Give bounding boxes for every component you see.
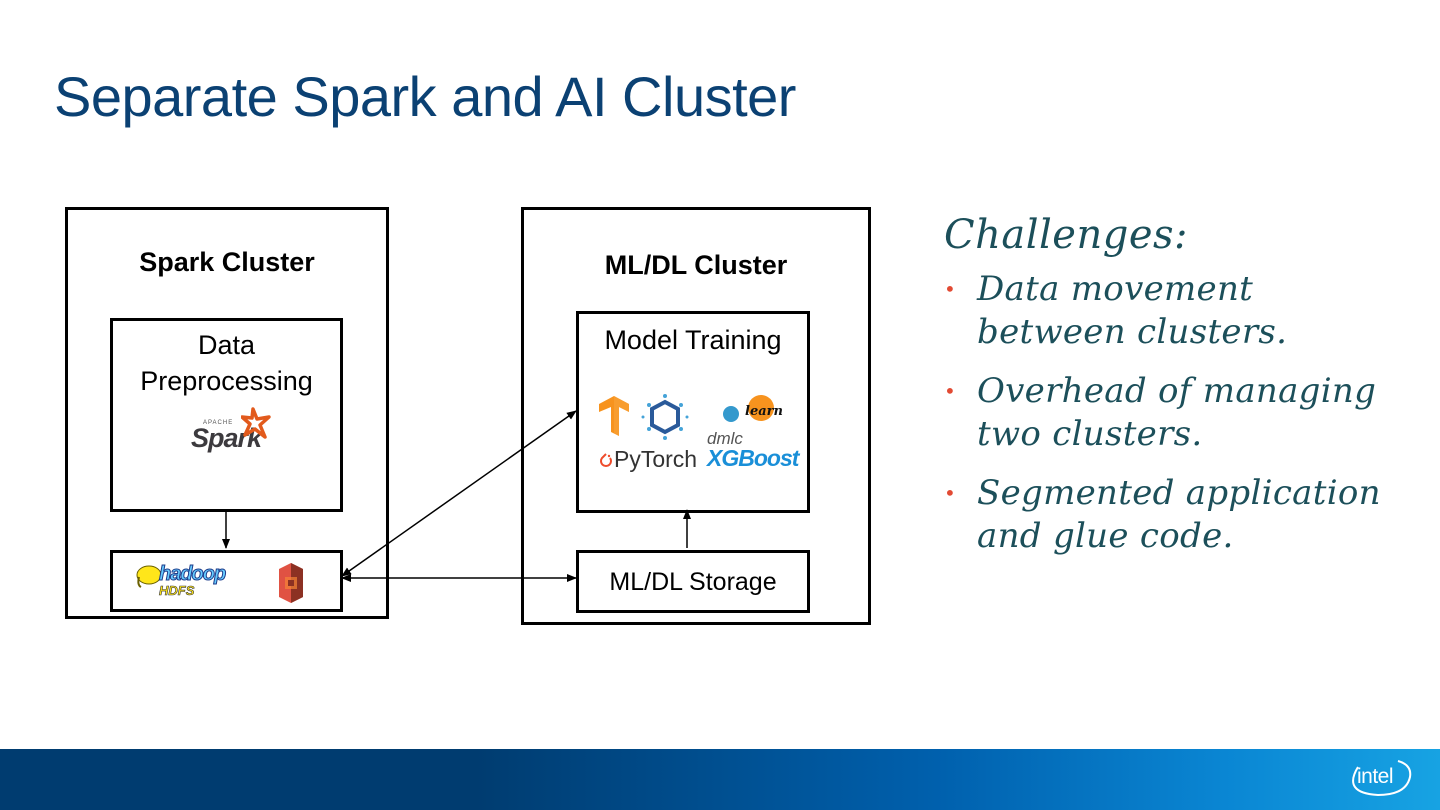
bullet-icon: • [944,481,957,505]
intel-swoosh-icon [1352,760,1412,797]
dmlc-text: dmlc [707,429,743,448]
challenges-list: • Data movement between clusters. • Over… [944,268,1381,558]
spark-text: Spark [191,423,262,453]
challenge-line1: Segmented application [977,473,1381,513]
xgboost-text: XGBoost [707,445,799,471]
spark-cluster-title: Spark Cluster [139,247,315,277]
bullet-icon: • [944,277,957,301]
footer-bar: intel [0,749,1440,810]
pytorch-logo: PyTorch [599,446,699,476]
challenge-item: • Segmented application and glue code. [944,472,1381,558]
model-training-label: Model Training [604,325,782,355]
scikit-learn-logo: learn [721,394,783,428]
intel-logo: intel [1348,757,1414,801]
model-training-box: Model Training learn PyTorch [576,311,810,513]
pytorch-text: PyTorch [614,446,698,472]
hadoop-hdfs-logo: hadoop HDFS [135,563,239,603]
data-preprocessing-label-line1: Data [197,330,256,360]
hadoop-text: hadoop [158,563,226,586]
amazon-s3-icon [279,563,303,603]
data-preprocessing-label-line2: Preprocessing [140,366,313,396]
ml-dl-storage-box: ML/DL Storage [576,550,810,613]
pytorch-flame-icon [600,453,612,467]
tensorflow-icon [599,396,629,436]
challenge-item: • Data movement between clusters. [944,268,1381,354]
spark-star-icon [241,407,271,439]
hadoop-elephant-icon [136,565,162,588]
challenge-line1: Data movement [977,269,1254,309]
apache-spark-logo: APACHE Spark [191,407,275,463]
scikit-learn-text: learn [745,404,783,419]
challenges-panel: Challenges: • Data movement between clus… [944,212,1381,574]
spark-cluster-box: Spark Cluster Data Preprocessing APACHE … [65,207,389,619]
ml-dl-cluster-title: ML/DL Cluster [604,250,788,280]
xgboost-logo: dmlc XGBoost [705,429,805,479]
challenges-title: Challenges: [944,212,1189,258]
challenge-line2: and glue code. [977,516,1234,556]
horovod-icon [641,394,689,440]
ml-dl-storage-label: ML/DL Storage [609,568,777,596]
slide-title: Separate Spark and AI Cluster [54,65,796,128]
spark-storage-to-model-training-arrow [341,410,577,577]
spark-storage-box: hadoop HDFS [110,550,343,612]
challenge-item: • Overhead of managing two clusters. [944,370,1381,456]
apache-text: APACHE [203,420,234,426]
challenge-line2: two clusters. [977,414,1203,454]
ml-dl-cluster-box: ML/DL Cluster Model Training learn [521,207,871,625]
challenge-line2: between clusters. [977,312,1288,352]
hdfs-text: HDFS [159,583,195,599]
scikit-learn-icon [723,395,774,422]
challenge-line1: Overhead of managing [977,371,1377,411]
bullet-icon: • [944,379,957,403]
intel-logo-text: intel [1357,765,1394,788]
